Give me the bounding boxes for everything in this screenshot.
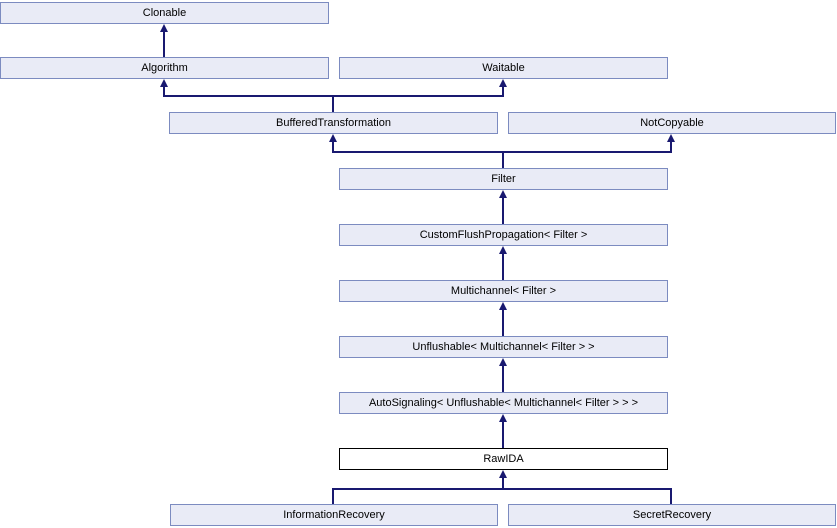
arrowhead-cfp-to-filter [499,190,507,198]
edge-buffered-to-algorithm-stub [163,85,165,96]
node-not-copyable[interactable]: NotCopyable [508,112,836,134]
edge-buffered-to-waitable-stub [502,85,504,96]
edge-rawida-to-autosignaling [502,420,504,448]
arrowhead-filter-to-buffered [329,134,337,142]
arrowhead-autosignaling-to-unflushable [499,358,507,366]
edge-children-horizontal [332,488,672,490]
node-waitable[interactable]: Waitable [339,57,668,79]
node-custom-flush-propagation[interactable]: CustomFlushPropagation< Filter > [339,224,668,246]
arrowhead-rawida-to-autosignaling [499,414,507,422]
node-multichannel[interactable]: Multichannel< Filter > [339,280,668,302]
edge-children-to-rawida-stub [502,476,504,489]
edge-filter-stem [502,151,504,168]
edge-multichannel-to-cfp [502,252,504,280]
arrowhead-unflushable-to-multichannel [499,302,507,310]
node-information-recovery[interactable]: InformationRecovery [170,504,498,526]
arrowhead-children-to-rawida [499,470,507,478]
node-rawida-current: RawIDA [339,448,668,470]
node-algorithm[interactable]: Algorithm [0,57,329,79]
arrowhead-buffered-to-algorithm [160,79,168,87]
edge-buffered-stem [332,95,334,112]
edge-unflushable-to-multichannel [502,308,504,336]
arrowhead-buffered-to-waitable [499,79,507,87]
node-auto-signaling[interactable]: AutoSignaling< Unflushable< Multichannel… [339,392,668,414]
arrowhead-filter-to-notcopyable [667,134,675,142]
edge-autosignaling-to-unflushable [502,364,504,392]
node-buffered-transformation[interactable]: BufferedTransformation [169,112,498,134]
arrowhead-algorithm-to-clonable [160,24,168,32]
node-secret-recovery[interactable]: SecretRecovery [508,504,836,526]
edge-filter-to-notcopyable-stub [670,140,672,152]
edge-cfp-to-filter [502,196,504,224]
node-filter[interactable]: Filter [339,168,668,190]
edge-inforecovery-stem [332,488,334,504]
node-unflushable[interactable]: Unflushable< Multichannel< Filter > > [339,336,668,358]
node-clonable[interactable]: Clonable [0,2,329,24]
arrowhead-multichannel-to-cfp [499,246,507,254]
edge-secretrecovery-stem [670,488,672,504]
edge-algorithm-to-clonable [163,30,165,57]
edge-filter-to-buffered-stub [332,140,334,152]
